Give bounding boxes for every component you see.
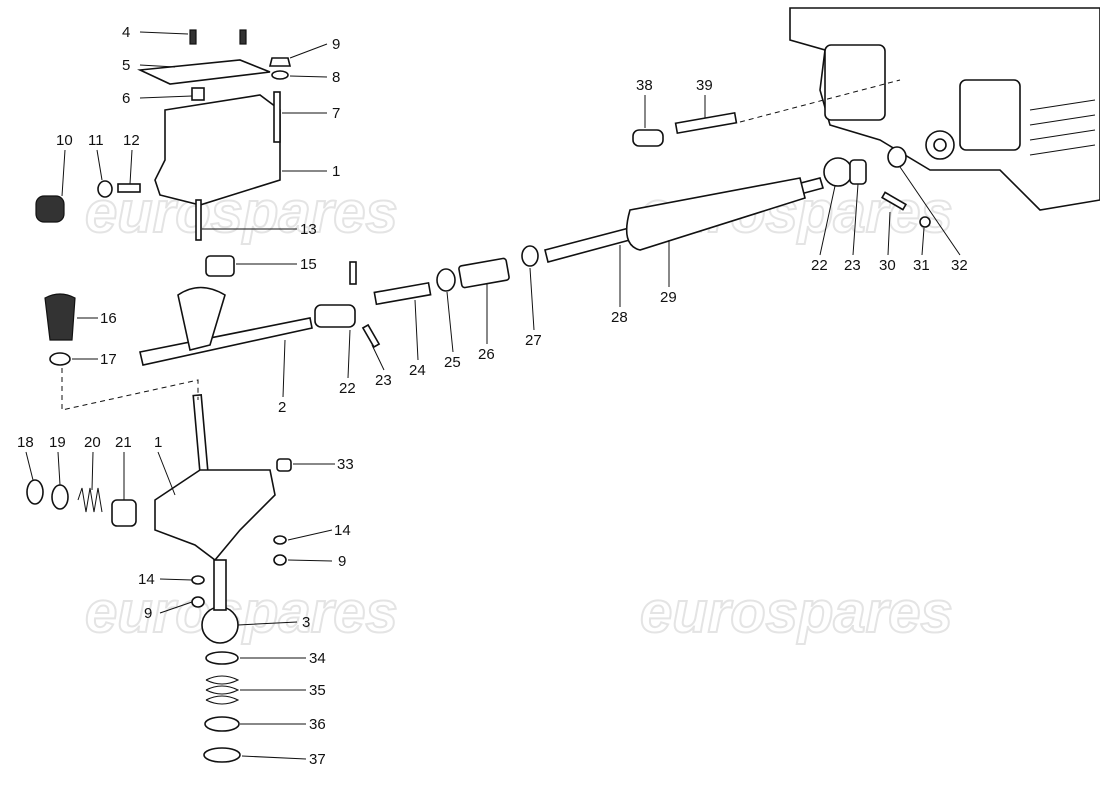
parts-small-left (35, 180, 235, 366)
callout: 22 (339, 380, 356, 397)
callout: 5 (122, 57, 130, 74)
callout: 18 (17, 434, 34, 451)
callout: 37 (309, 751, 326, 768)
watermark: eurospares (640, 580, 953, 645)
callout: 13 (300, 221, 317, 238)
callout: 3 (302, 614, 310, 631)
callout: 8 (332, 69, 340, 86)
callout: 2 (278, 399, 286, 416)
callout: 39 (696, 77, 713, 94)
callout: 31 (913, 257, 930, 274)
callout: 25 (444, 354, 461, 371)
callout: 15 (300, 256, 317, 273)
callout: 32 (951, 257, 968, 274)
selector-shaft (139, 245, 539, 366)
callout: 7 (332, 105, 340, 122)
callout: 12 (123, 132, 140, 149)
callout: 21 (115, 434, 132, 451)
callout: 10 (56, 132, 73, 149)
callout: 4 (122, 24, 130, 41)
watermark: eurospares (85, 580, 398, 645)
callout: 30 (879, 257, 896, 274)
callout: 1 (154, 434, 162, 451)
leader-lines (25, 31, 961, 760)
callout: 22 (811, 257, 828, 274)
callout: 20 (84, 434, 101, 451)
callout: 35 (309, 682, 326, 699)
callout: 19 (49, 434, 66, 451)
callout: 9 (338, 553, 346, 570)
callout: 9 (332, 36, 340, 53)
callout: 14 (334, 522, 351, 539)
callout: 1 (332, 163, 340, 180)
callout: 34 (309, 650, 326, 667)
callout: 11 (88, 132, 104, 149)
callout: 36 (309, 716, 326, 733)
callout-labels: 4 9 5 8 6 7 1 10 11 12 13 15 16 17 2 22 … (17, 24, 968, 768)
gear-lever-assembly (26, 79, 901, 763)
callout: 28 (611, 309, 628, 326)
callout: 29 (660, 289, 677, 306)
callout: 38 (636, 77, 653, 94)
callout: 33 (337, 456, 354, 473)
callout: 14 (138, 571, 155, 588)
callout: 23 (375, 372, 392, 389)
selector-housing-top (137, 29, 292, 241)
main-selector-rod (544, 111, 931, 263)
callout: 23 (844, 257, 861, 274)
callout: 27 (525, 332, 542, 349)
callout: 6 (122, 90, 130, 107)
callout: 16 (100, 310, 117, 327)
callout: 17 (100, 351, 117, 368)
callout: 24 (409, 362, 426, 379)
callout: 9 (144, 605, 152, 622)
callout: 26 (478, 346, 495, 363)
